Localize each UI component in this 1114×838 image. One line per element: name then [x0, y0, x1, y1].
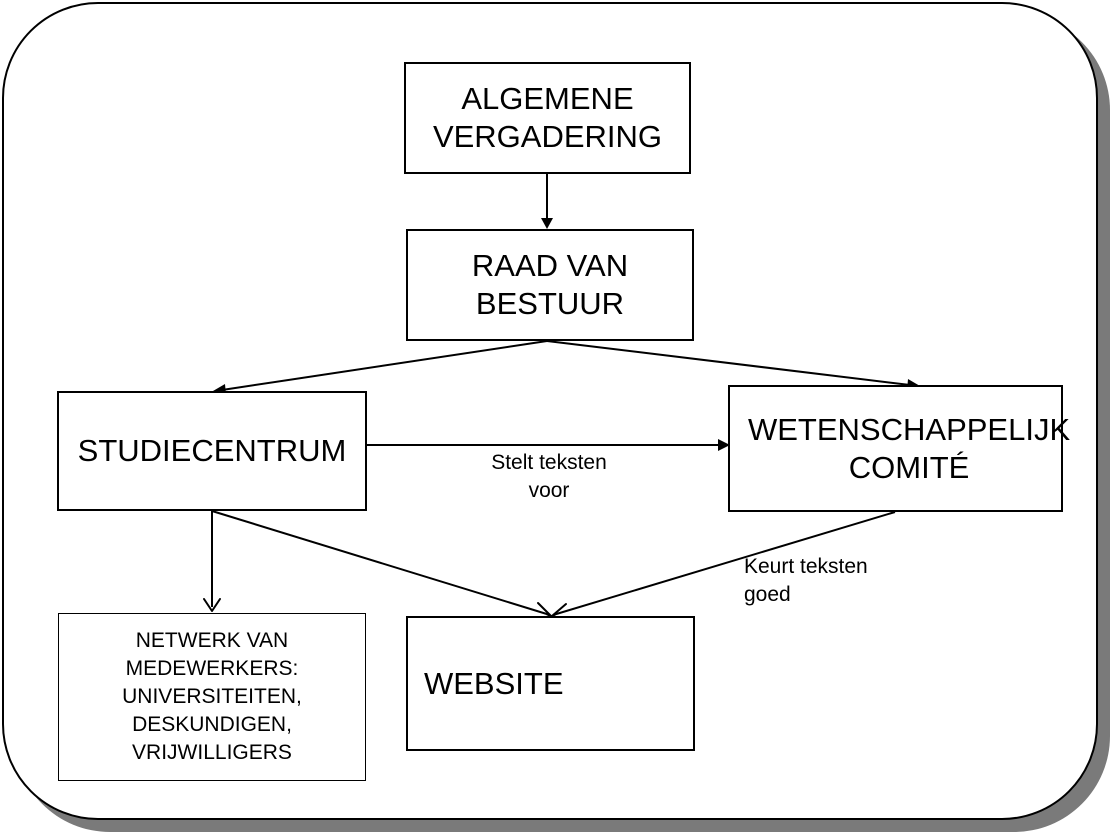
node-raad-van-bestuur: RAAD VAN BESTUUR — [406, 229, 694, 341]
edge-label-stelt-teksten-voor: Stelt teksten voor — [491, 451, 607, 502]
node-studiecentrum: STUDIECENTRUM — [57, 391, 367, 511]
edge-studiecentrum-to-website — [211, 510, 551, 616]
arrowhead-rvb — [541, 218, 553, 229]
node-studiecentrum-label: STUDIECENTRUM — [77, 433, 347, 468]
node-website-label: WEBSITE — [424, 665, 564, 701]
node-netwerk-van-medewerkers: NETWERK VAN MEDEWERKERS: UNIVERSITEITEN,… — [58, 613, 366, 781]
edge-comite-to-website — [552, 511, 896, 616]
node-algemene-vergadering-label: ALGEMENE VERGADERING — [432, 81, 663, 154]
node-netwerk-label: NETWERK VAN MEDEWERKERS: UNIVERSITEITEN,… — [122, 629, 302, 764]
edge-rvb-to-comite — [546, 340, 911, 386]
arrowhead-netwerk — [203, 598, 221, 612]
node-raad-van-bestuur-label: RAAD VAN BESTUUR — [471, 248, 629, 321]
edge-label-keurt-teksten-goed: Keurt teksten goed — [744, 555, 868, 606]
node-algemene-vergadering: ALGEMENE VERGADERING — [404, 62, 691, 174]
node-wetenschappelijk-comite: WETENSCHAPPELIJK COMITÉ — [728, 385, 1070, 512]
node-website: WEBSITE — [406, 616, 695, 751]
node-wetenschappelijk-comite-label: WETENSCHAPPELIJK COMITÉ — [748, 411, 1071, 485]
edge-rvb-to-studiecentrum — [221, 340, 548, 391]
arrowhead-comite-left — [718, 439, 730, 451]
